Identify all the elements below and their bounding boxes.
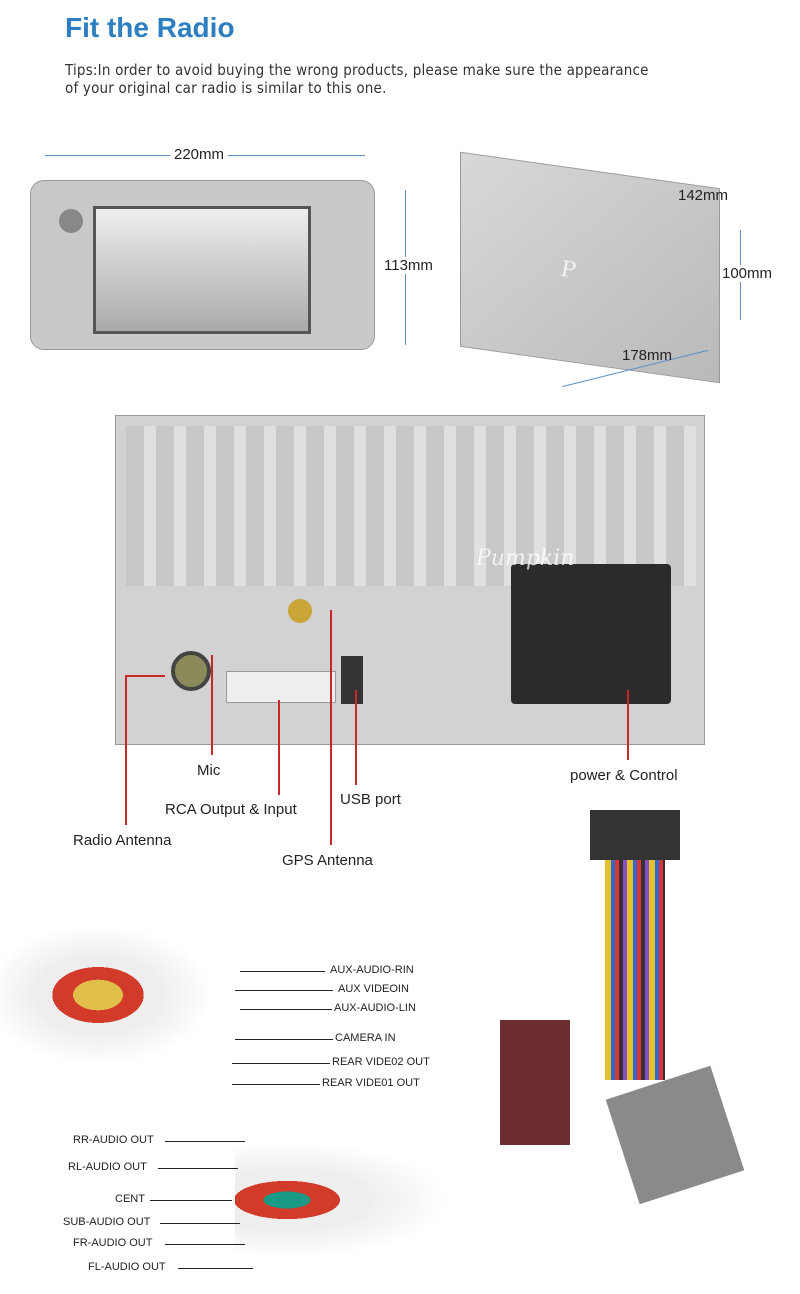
tips-line-2: of your original car radio is similar to… xyxy=(65,79,387,97)
cable-label: RR-AUDIO OUT xyxy=(73,1134,154,1146)
front-width-label: 220mm xyxy=(170,146,229,163)
rca-sockets xyxy=(226,671,336,703)
label-line xyxy=(235,1039,333,1040)
front-height-label: 113mm xyxy=(382,257,435,274)
radio-antenna-pointer xyxy=(125,675,127,825)
gps-antenna-label: GPS Antenna xyxy=(282,852,373,869)
depth-label: 142mm xyxy=(678,187,729,204)
label-line xyxy=(150,1200,232,1201)
usb-label: USB port xyxy=(340,791,401,808)
power-label: power & Control xyxy=(570,767,678,784)
watermark-logo: Pumpkin xyxy=(476,546,575,571)
harness-wires xyxy=(605,860,665,1080)
label-line xyxy=(240,971,325,972)
usb-pointer xyxy=(355,690,357,785)
cable-label: CAMERA IN xyxy=(335,1032,396,1044)
volume-knob xyxy=(59,209,83,233)
label-line xyxy=(158,1168,238,1169)
cable-label: FR-AUDIO OUT xyxy=(73,1237,153,1249)
rca-cable-photo xyxy=(0,905,245,1085)
radio-antenna-label: Radio Antenna xyxy=(73,832,172,849)
radio-screen xyxy=(93,206,311,334)
mic-pointer xyxy=(211,655,213,755)
tips-line-1: Tips:In order to avoid buying the wrong … xyxy=(65,61,649,79)
rear-width-label: 178mm xyxy=(622,347,673,364)
harness-plug-bottom xyxy=(605,1065,745,1205)
cable-label: AUX-AUDIO-LIN xyxy=(334,1002,416,1014)
rear-height-label: 100mm xyxy=(722,265,773,282)
cable-label: REAR VIDE02 OUT xyxy=(332,1056,430,1068)
label-line xyxy=(232,1084,320,1085)
cable-label: AUX VIDEOIN xyxy=(338,983,409,995)
heatsink-area xyxy=(126,426,696,586)
label-line xyxy=(165,1244,245,1245)
mic-label: Mic xyxy=(197,762,221,779)
cable-label: FL-AUDIO OUT xyxy=(88,1261,166,1273)
radio-back-panel-photo: Pumpkin xyxy=(115,415,705,745)
cable-label: REAR VIDE01 OUT xyxy=(322,1077,420,1089)
radio-antenna-pointer-h xyxy=(125,675,165,677)
label-line xyxy=(160,1223,240,1224)
gps-antenna-pointer xyxy=(330,610,332,845)
radio-front-photo xyxy=(30,180,375,350)
watermark-logo: P xyxy=(561,256,576,285)
rca-label: RCA Output & Input xyxy=(165,801,297,818)
power-harness-photo xyxy=(495,810,745,1205)
harness-plug-top xyxy=(590,810,680,860)
rca-pointer xyxy=(278,700,280,795)
power-connector xyxy=(511,564,671,704)
cable-label: CENT xyxy=(115,1193,145,1205)
cable-label: AUX-AUDIO-RIN xyxy=(330,964,414,976)
can-box xyxy=(500,1020,570,1145)
radio-antenna-socket xyxy=(171,651,211,691)
power-pointer xyxy=(627,690,629,760)
page-title: Fit the Radio xyxy=(65,12,235,43)
label-line xyxy=(232,1063,330,1064)
label-line xyxy=(178,1268,253,1269)
label-line xyxy=(235,990,333,991)
audio-cable-photo xyxy=(235,1125,495,1275)
usb-socket xyxy=(341,656,363,704)
cable-label: SUB-AUDIO OUT xyxy=(63,1216,151,1228)
gps-antenna-socket xyxy=(288,599,312,623)
label-line xyxy=(240,1009,332,1010)
label-line xyxy=(165,1141,245,1142)
cable-label: RL-AUDIO OUT xyxy=(68,1161,147,1173)
